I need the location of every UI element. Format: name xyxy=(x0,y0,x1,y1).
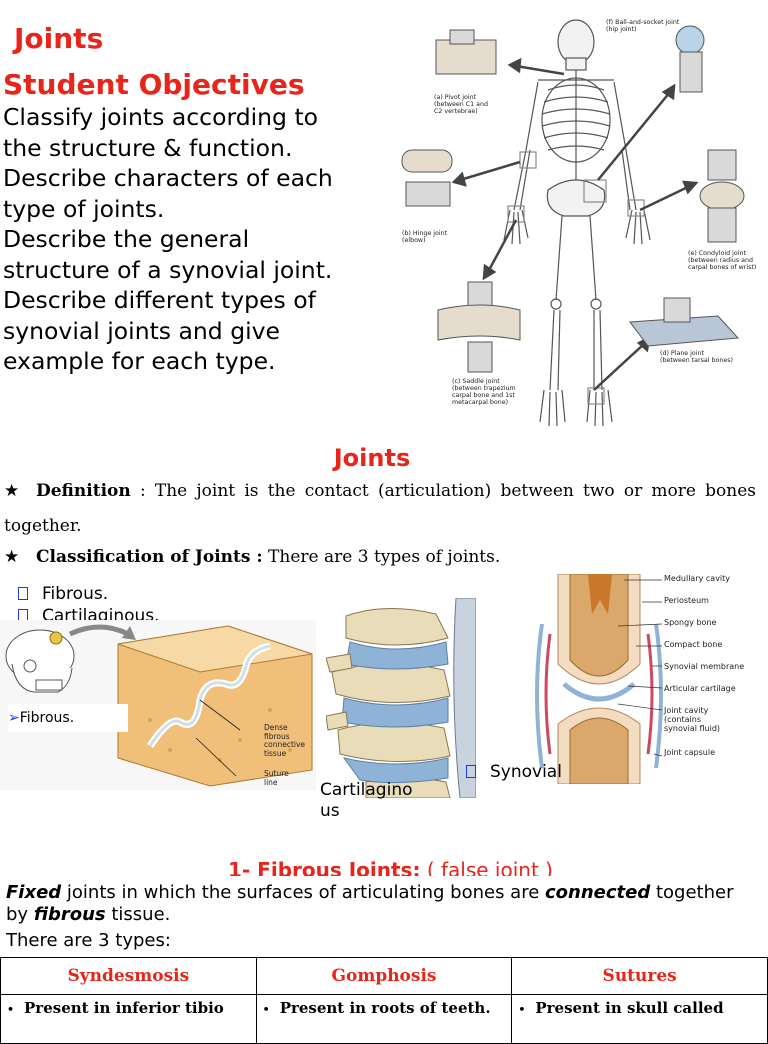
fibrous-caption-box: ➢Fibrous. xyxy=(8,704,128,732)
square-bullet-icon xyxy=(18,587,28,600)
types-count-text: There are 3 types: xyxy=(6,930,171,951)
objective-item: Describe the general structure of a syno… xyxy=(3,225,333,284)
definition-text: : The joint is the contact (articulation… xyxy=(4,481,756,536)
star-icon: ★ xyxy=(4,547,20,567)
header-gomphosis: Gomphosis xyxy=(255,957,513,995)
classification-text: There are 3 types of joints. xyxy=(262,547,501,567)
section-title: Joints xyxy=(333,444,411,472)
label-ball-socket: (f) Ball-and-socket joint(hip joint) xyxy=(606,19,680,33)
table-header-row: Syndesmosis Gomphosis Sutures xyxy=(0,957,768,995)
objective-item: Classify joints according to the structu… xyxy=(3,103,319,162)
label-hinge: (b) Hinge joint(elbow) xyxy=(402,230,448,244)
table-cell: •Present in roots of teeth. xyxy=(255,994,513,1044)
synovial-joint-image: Medullary cavity Periosteum Spongy bone … xyxy=(528,573,768,785)
square-bullet-icon xyxy=(18,609,28,620)
cartilaginous-joint-image xyxy=(325,597,477,799)
classification-paragraph: ★ Classification of Joints : There are 3 … xyxy=(4,540,756,575)
fibrous-description: Fixed joints in which the surfaces of ar… xyxy=(6,882,734,925)
star-icon: ★ xyxy=(4,481,20,501)
fibrous-types-table: Syndesmosis Gomphosis Sutures •Present i… xyxy=(0,957,768,1044)
table-row: •Present in inferior tibio •Present in r… xyxy=(0,994,768,1044)
header-sutures: Sutures xyxy=(511,957,768,995)
objective-item: Describe different types of synovial joi… xyxy=(3,286,316,375)
synovial-caption: Synovial xyxy=(466,762,562,782)
definition-label: Definition xyxy=(36,481,131,501)
table-cell: •Present in skull called xyxy=(511,994,768,1044)
synovial-labels: Medullary cavity Periosteum Spongy bone … xyxy=(664,574,745,757)
definition-paragraph: ★ Definition : The joint is the contact (… xyxy=(4,474,756,544)
label-plane: (d) Plane joint(between tarsal bones) xyxy=(660,350,733,364)
type-item-cartilaginous: Cartilaginous. xyxy=(18,606,160,620)
objectives-heading: Student Objectives xyxy=(3,68,305,101)
skeleton-joint-types-figure: (f) Ball-and-socket joint(hip joint) (a)… xyxy=(398,10,766,430)
table-cell: •Present in inferior tibio xyxy=(0,994,257,1044)
page-title: Joints xyxy=(14,22,104,55)
fibrous-joints-heading: 1- Fibrous Joints: ( false joint ) xyxy=(228,858,553,876)
type-item-fibrous: Fibrous. xyxy=(18,584,108,604)
square-bullet-icon xyxy=(466,765,476,778)
objectives-list: Classify joints according to the structu… xyxy=(3,102,343,377)
objective-item: Describe characters of each type of join… xyxy=(3,164,333,223)
skeleton-illustration xyxy=(401,19,745,427)
fibrous-caption: ➢Fibrous. xyxy=(8,710,75,726)
header-syndesmosis: Syndesmosis xyxy=(0,957,257,995)
classification-label: Classification of Joints : xyxy=(36,547,263,567)
